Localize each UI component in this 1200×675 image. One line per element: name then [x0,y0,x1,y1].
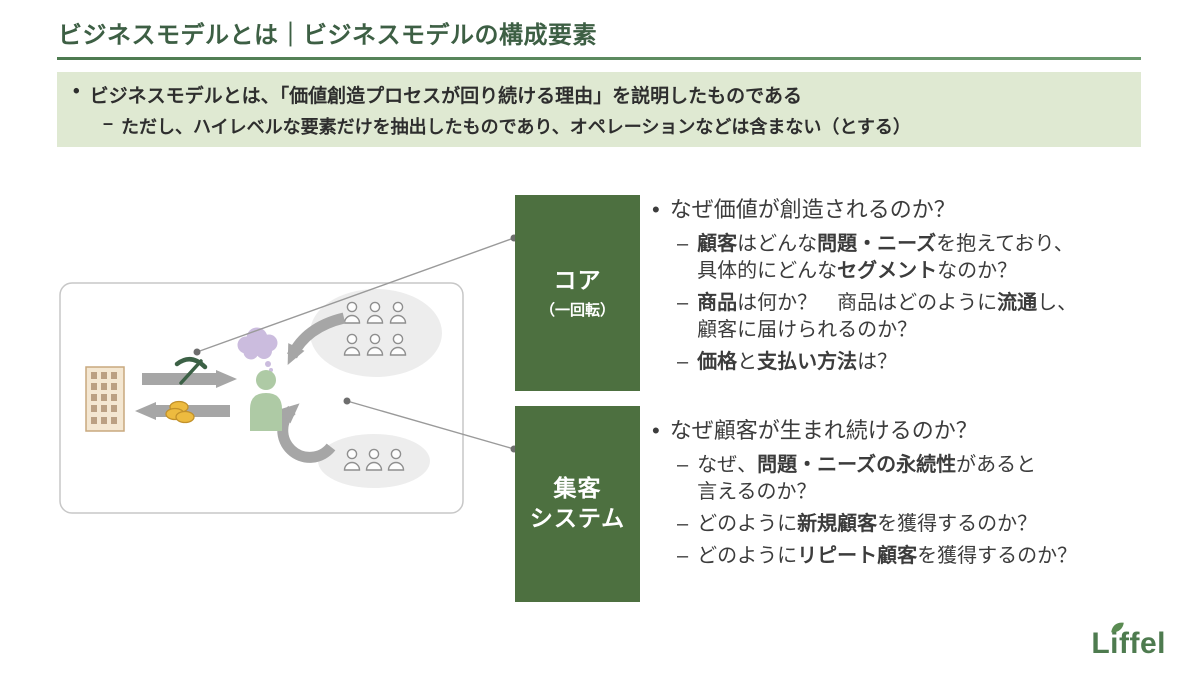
bullet-marker: • [73,81,80,102]
funnel-box-label: 集客 [553,475,602,502]
liffel-logo: Liffel [1091,622,1166,661]
leaf-icon [1111,622,1125,633]
funnel-box: 集客 システム [515,406,640,602]
list-item: – 価格と支払い方法は？ [677,349,1167,376]
customer-group-bottom-icon [318,434,430,488]
dash-marker: – [677,291,689,314]
list-item-text: なぜ、問題・ニーズの永続性があると言えるのか？ [697,453,1037,503]
list-item-text: どのように新規顧客を獲得するのか？ [697,512,1038,535]
callout-line-1-text: ビジネスモデルとは、「価値創造プロセスが回り続ける理由」を説明したものである [89,86,802,107]
funnel-questions: • なぜ顧客が生まれ続けるのか？ – なぜ、問題・ニーズの永続性があると言えるの… [652,417,1167,575]
dash-marker: – [103,113,114,133]
list-item-text: どのようにリピート顧客を獲得するのか？ [697,544,1078,567]
list-item: – どのように新規顧客を獲得するのか？ [677,511,1167,538]
dash-marker: – [677,232,689,255]
list-item-text: 商品は何か？ 商品はどのように流通し、顧客に届けられるのか？ [697,291,1078,341]
pickaxe-icon [174,357,208,385]
summary-callout: • ビジネスモデルとは、「価値創造プロセスが回り続ける理由」を説明したものである… [57,72,1141,147]
list-item-text: 価格と支払い方法は？ [697,350,898,373]
coins-icon [165,400,195,424]
core-box: コア （一回転） [515,195,640,391]
exchange-arrow-right-icon [142,370,237,388]
list-item: – なぜ、問題・ニーズの永続性があると言えるのか？ [677,452,1167,506]
bullet-marker: • [652,197,660,222]
core-questions: • なぜ価値が創造されるのか？ – 顧客はどんな問題・ニーズを抱えており、具体的… [652,196,1167,381]
funnel-heading-text: なぜ顧客が生まれ続けるのか？ [669,418,978,443]
core-box-sublabel: （一回転） [539,301,615,319]
list-item: – どのようにリピート顧客を獲得するのか？ [677,543,1167,570]
cycle-arrow-icon [277,403,336,463]
dash-marker: – [677,544,689,567]
list-item: – 商品は何か？ 商品はどのように流通し、顧客に届けられるのか？ [677,290,1167,344]
callout-line-1: • ビジネスモデルとは、「価値創造プロセスが回り続ける理由」を説明したものである [73,81,1125,108]
core-heading-text: なぜ価値が創造されるのか？ [669,197,956,222]
list-item-text: 顧客はどんな問題・ニーズを抱えており、具体的にどんなセグメントなのか？ [697,232,1074,282]
bullet-marker: • [652,418,660,443]
person-icon [250,370,282,431]
dash-marker: – [677,453,689,476]
callout-line-2-text: ただし、ハイレベルな要素だけを抽出したものであり、オペレーションなどは含まない（… [121,117,911,137]
customer-group-top-icon [310,289,442,377]
dash-marker: – [677,350,689,373]
callout-line-2: – ただし、ハイレベルな要素だけを抽出したものであり、オペレーションなどは含まな… [103,113,1125,139]
title-divider [57,57,1141,60]
page-title: ビジネスモデルとは｜ビジネスモデルの構成要素 [58,22,597,49]
core-box-label: コア [553,267,602,294]
incoming-customer-arrow-icon [287,312,346,366]
dash-marker: – [677,512,689,535]
funnel-heading: • なぜ顧客が生まれ続けるのか？ [652,417,1167,446]
logo-text: Liffel [1091,627,1166,660]
list-item: – 顧客はどんな問題・ニーズを抱えており、具体的にどんなセグメントなのか？ [677,231,1167,285]
building-icon [85,366,125,432]
funnel-box-sublabel: システム [529,505,626,531]
core-heading: • なぜ価値が創造されるのか？ [652,196,1167,225]
